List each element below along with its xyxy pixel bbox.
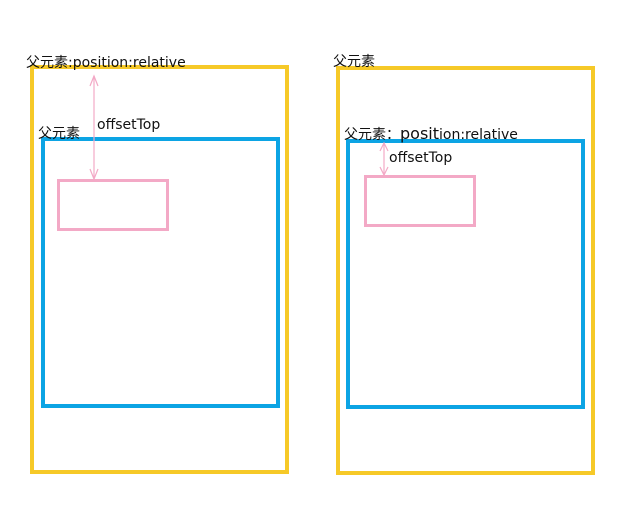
right-outer-label: 父元素: [333, 54, 375, 70]
right-inner-box: [346, 139, 585, 409]
right-offset-arrow: [379, 141, 389, 177]
right-offset-label: offsetTop: [389, 150, 453, 166]
right-inner-label-prefix: 父元素：: [344, 127, 400, 143]
right-inner-label-suffix: ion:relative: [439, 127, 518, 143]
left-inner-box: [41, 137, 280, 408]
right-child-box: [364, 175, 476, 227]
left-inner-label: 父元素: [38, 126, 80, 142]
right-outer-box: [336, 66, 595, 475]
left-offset-arrow: [89, 74, 99, 181]
left-child-box: [57, 179, 169, 231]
right-inner-label: 父元素：position:relative: [344, 124, 518, 144]
left-outer-box: [30, 65, 289, 474]
left-outer-label: 父元素:position:relative: [26, 55, 186, 71]
left-offset-label: offsetTop: [97, 117, 161, 133]
right-inner-label-emph: posit: [400, 124, 439, 143]
